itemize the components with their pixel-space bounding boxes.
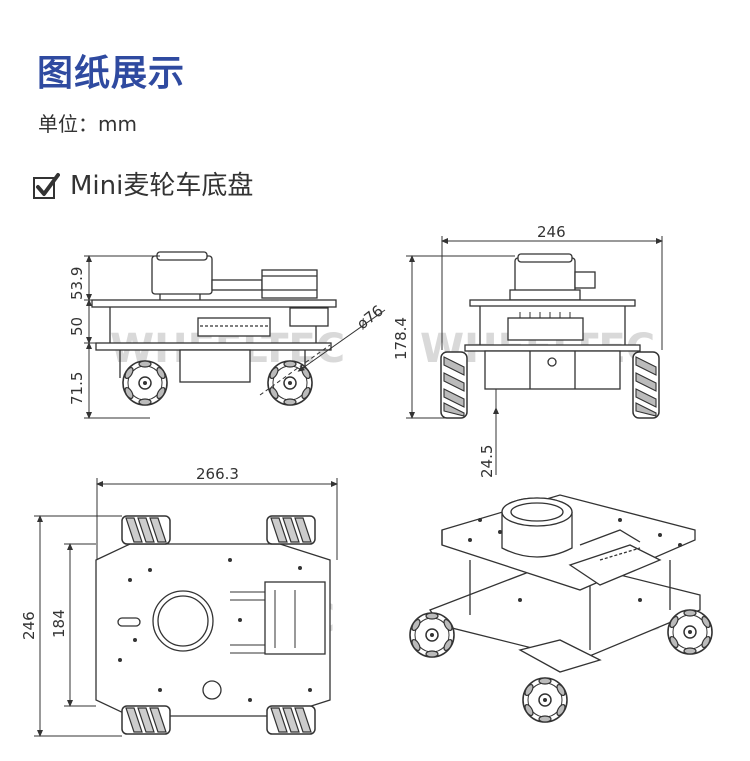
dim-top-inner-width: 184 xyxy=(50,609,68,638)
dim-side-middle: 50 xyxy=(68,317,86,336)
dim-front-height: 178.4 xyxy=(392,317,410,360)
side-view xyxy=(91,251,337,383)
section-heading: Mini麦轮车底盘 xyxy=(32,170,253,202)
dim-top-outer-width: 246 xyxy=(20,611,38,640)
top-rear-right-wheel xyxy=(266,705,316,735)
checkbox-check-icon xyxy=(33,173,60,199)
top-rear-left-wheel xyxy=(121,705,171,735)
unit-label: 单位：mm xyxy=(38,112,137,136)
side-rear-wheel xyxy=(267,360,313,406)
front-right-wheel xyxy=(632,351,660,419)
dim-front-width: 246 xyxy=(537,223,566,241)
dim-side-lidar: 53.9 xyxy=(68,267,86,300)
dim-ground-clearance: 24.5 xyxy=(478,445,496,478)
side-front-wheel xyxy=(122,360,168,406)
dim-top-length: 266.3 xyxy=(196,465,239,483)
front-view xyxy=(464,253,641,390)
top-front-left-wheel xyxy=(121,515,171,545)
isometric-view xyxy=(429,494,701,673)
section-label: Mini麦轮车底盘 xyxy=(70,171,254,201)
top-view xyxy=(95,543,331,717)
dim-side-bottom: 71.5 xyxy=(68,372,86,405)
iso-front-left-wheel xyxy=(409,612,455,658)
front-left-wheel xyxy=(440,351,468,419)
top-front-right-wheel xyxy=(266,515,316,545)
page-title: 图纸展示 xyxy=(37,53,186,94)
iso-rear-left-wheel xyxy=(522,677,568,723)
iso-front-right-wheel xyxy=(667,609,713,655)
